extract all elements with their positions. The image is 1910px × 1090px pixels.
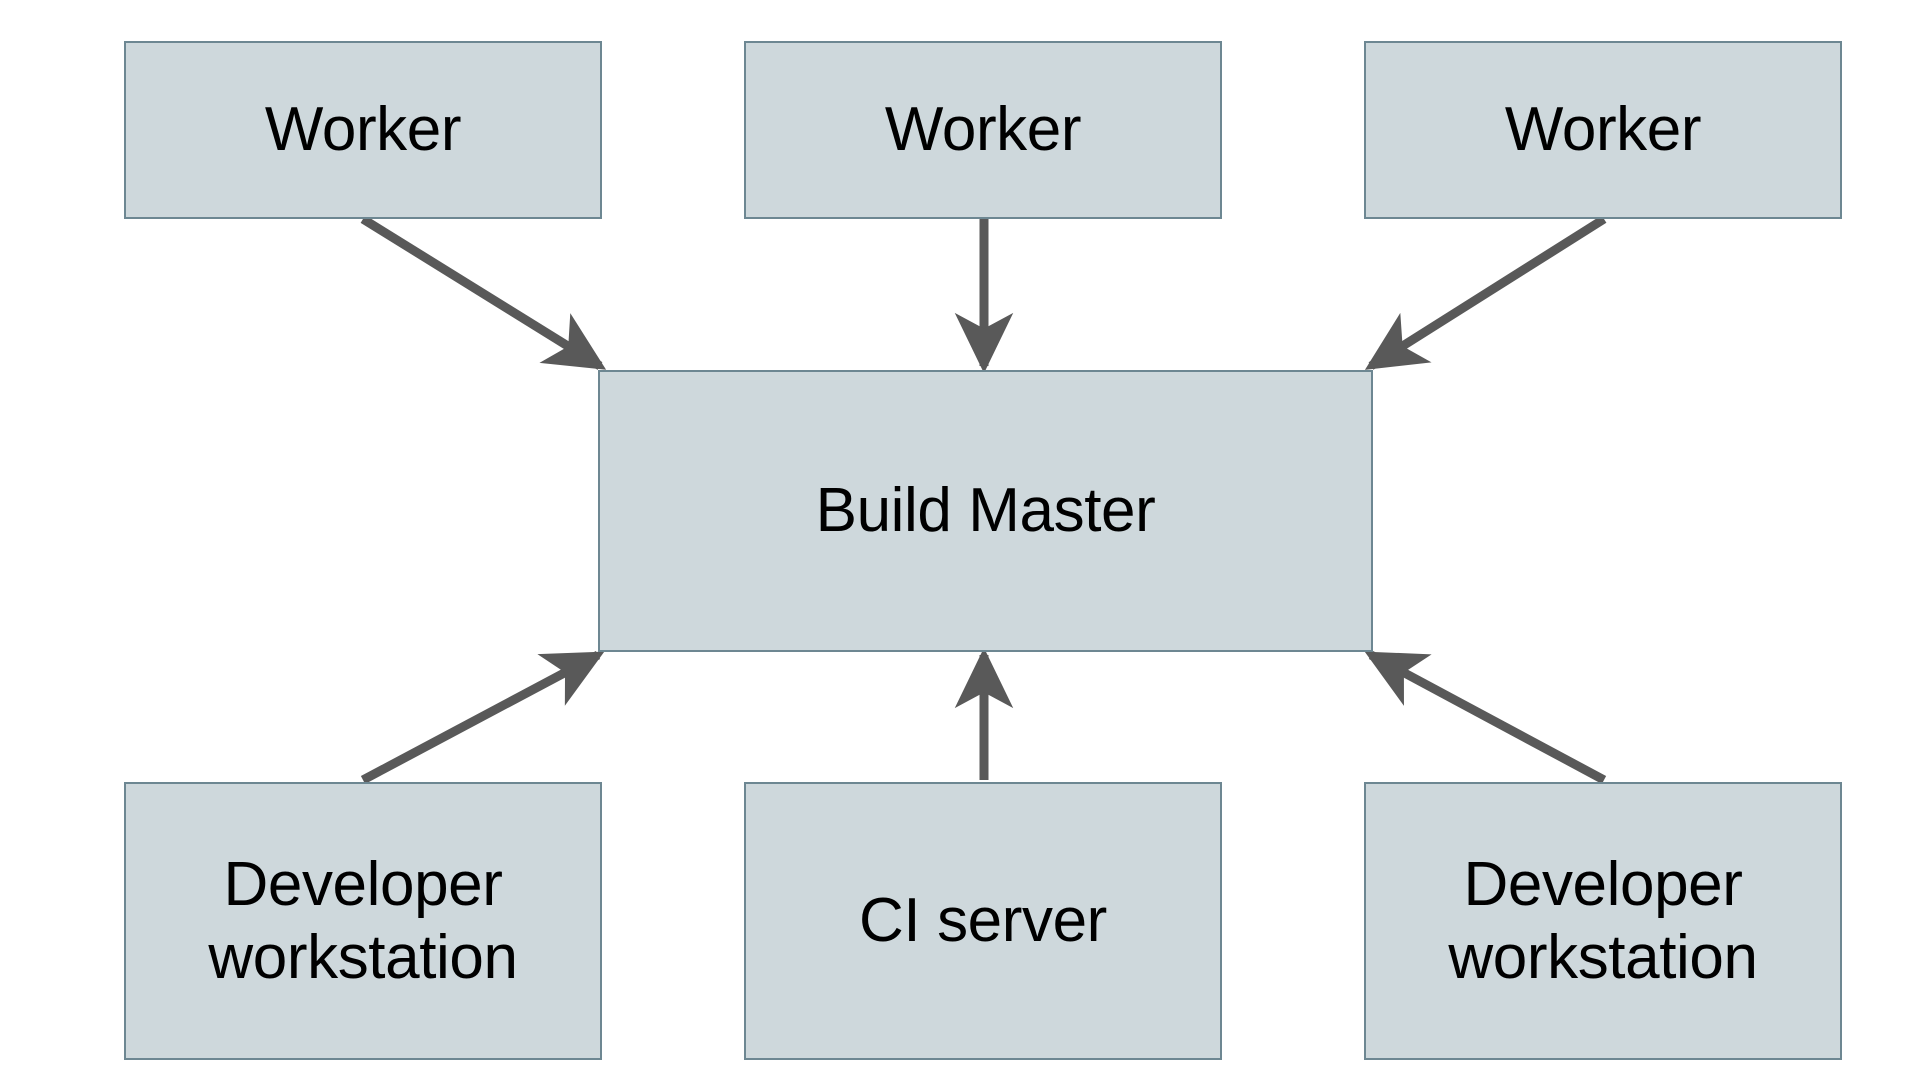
node-dev-workstation-left[interactable]: Developer workstation (124, 782, 602, 1060)
node-worker-left-label: Worker (264, 95, 462, 165)
edge-worker-left-to-master (360, 215, 607, 370)
node-worker-center[interactable]: Worker (744, 41, 1222, 219)
node-dev-workstation-right-label: Developer workstation (1448, 849, 1758, 992)
node-build-master[interactable]: Build Master (598, 370, 1373, 652)
node-build-master-label: Build Master (815, 476, 1156, 546)
edge-dev-left-to-master (360, 651, 605, 784)
edge-dev-right-to-master (1364, 651, 1607, 784)
node-worker-right-label: Worker (1504, 95, 1702, 165)
node-worker-left[interactable]: Worker (124, 41, 602, 219)
node-dev-workstation-left-label: Developer workstation (208, 849, 518, 992)
node-worker-center-label: Worker (884, 95, 1082, 165)
node-worker-right[interactable]: Worker (1364, 41, 1842, 219)
edge-worker-right-to-master (1364, 215, 1607, 370)
node-dev-workstation-right[interactable]: Developer workstation (1364, 782, 1842, 1060)
node-ci-server-label: CI server (859, 886, 1107, 956)
node-ci-server[interactable]: CI server (744, 782, 1222, 1060)
